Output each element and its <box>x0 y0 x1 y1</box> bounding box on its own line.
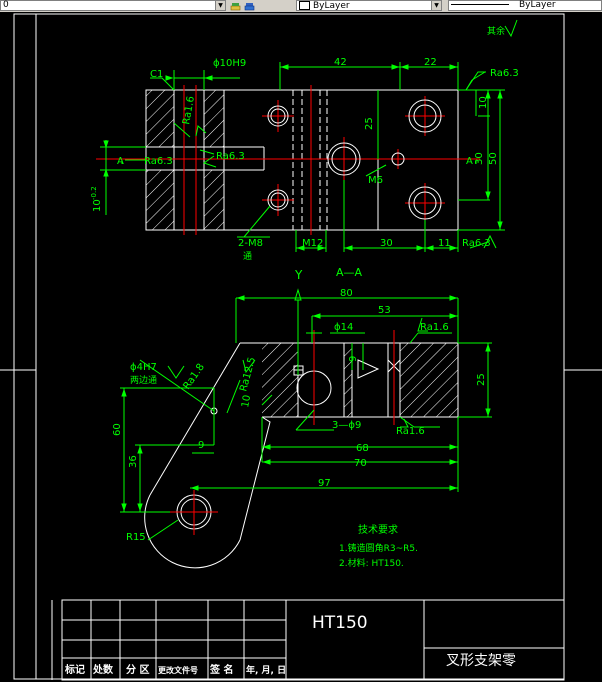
dimension-lines <box>100 19 518 252</box>
roughness-label: Ra1.6 <box>181 95 197 125</box>
header-count: 处数 <box>92 663 114 676</box>
thread-hole <box>267 105 289 127</box>
roughness-label: Ra6.3 <box>216 151 245 162</box>
dim-36: 36 <box>128 455 139 468</box>
dim-60: 60 <box>112 423 123 436</box>
layer-dropdown[interactable]: 0 ▼ <box>0 0 226 11</box>
dim-phi14: ϕ14 <box>334 322 353 333</box>
dim-80: 80 <box>340 288 353 299</box>
dim-53: 53 <box>378 305 391 316</box>
roughness-label: Ra1.6 <box>420 322 449 333</box>
dim-30-vertical: 30 <box>474 152 485 165</box>
dim-22: 22 <box>424 57 437 68</box>
layer-value: 0 <box>3 0 9 10</box>
chevron-down-icon[interactable]: ▼ <box>215 1 225 10</box>
thread-hole <box>267 189 289 211</box>
roughness-label: Ra6.3 <box>490 68 519 79</box>
header-date: 年, 月, 日 <box>246 664 286 676</box>
top-view: C1 ϕ10H9 42 22 Ra6.3 Ra1.6 25 10 30 50 A… <box>90 19 519 262</box>
thread-m8-label: 2-M8 <box>238 238 263 249</box>
properties-toolbar: 0 ▼ ByLayer ▼ ByLayer <box>0 0 602 13</box>
dim-42: 42 <box>334 57 347 68</box>
view-direction-y: Y <box>294 268 303 282</box>
dim-97: 97 <box>318 478 331 489</box>
hatch-area <box>400 343 458 417</box>
dim-9: 9 <box>348 356 359 362</box>
both-sides-through: 两边通 <box>130 375 157 386</box>
thread-m6-label: M6 <box>368 175 383 186</box>
section-mark-a-right: A <box>466 156 473 167</box>
roughness-label: Ra1.6 <box>396 426 425 437</box>
linetype-value: ByLayer <box>519 0 556 10</box>
mount-hole <box>408 186 442 220</box>
linetype-dropdown[interactable]: ByLayer <box>448 0 602 11</box>
hole-fit-label: ϕ10H9 <box>213 58 246 69</box>
section-mark-a-left: A <box>117 156 124 167</box>
notes-line-1: 1.铸造圆角R3~R5. <box>339 542 418 554</box>
dimension-lines <box>120 288 492 541</box>
layer-previous-icon[interactable] <box>244 1 255 11</box>
drawing-canvas[interactable]: C1 ϕ10H9 42 22 Ra6.3 Ra1.6 25 10 30 50 A… <box>0 12 602 682</box>
dim-11: 11 <box>438 238 451 249</box>
dim-70: 70 <box>354 458 367 469</box>
header-mark: 标记 <box>64 663 85 676</box>
layer-make-current-icon[interactable] <box>230 1 241 11</box>
header-change-doc: 更改文件号 <box>158 665 198 675</box>
dim-25: 25 <box>364 117 375 130</box>
dim-25-section: 25 <box>476 373 487 386</box>
tolerance-label: -0.2 <box>90 186 98 200</box>
material-label: HT150 <box>312 613 368 633</box>
dim-50: 50 <box>488 152 499 165</box>
title-block <box>51 599 565 681</box>
m6-hole <box>391 152 405 166</box>
color-value: ByLayer <box>313 1 350 11</box>
radius-r15: R15 <box>126 532 146 543</box>
color-swatch <box>299 1 310 10</box>
three-holes-label: 3—ϕ9 <box>332 420 361 431</box>
thread-m12-label: M12 <box>302 238 323 249</box>
header-signature: 签 名 <box>209 663 233 676</box>
dim-10-section: 10 <box>240 394 253 408</box>
mount-hole <box>408 99 442 133</box>
chamfer-label: C1 <box>150 69 163 80</box>
notes-line-2: 2.材料: HT150. <box>339 557 404 569</box>
linetype-preview <box>451 4 509 5</box>
through-label: 通 <box>243 251 252 262</box>
part-name-label: 叉形支架零 <box>446 653 516 669</box>
roughness-label: Ra6.3 <box>144 156 173 167</box>
dim-9-offset: 9 <box>198 440 204 451</box>
rest-roughness-label: 其余 <box>487 25 505 37</box>
bore-circle <box>327 142 361 176</box>
dim-68: 68 <box>356 443 369 454</box>
drawing-border <box>0 13 602 680</box>
pin-fit-label: ϕ4H7 <box>130 362 157 373</box>
dim-thickness: 10 <box>92 199 103 212</box>
header-zone: 分 区 <box>126 663 149 676</box>
dim-10: 10 <box>478 96 489 109</box>
notes-title: 技术要求 <box>358 523 398 536</box>
dim-30-horizontal: 30 <box>380 238 393 249</box>
chevron-down-icon[interactable]: ▼ <box>431 1 441 10</box>
color-dropdown[interactable]: ByLayer ▼ <box>296 0 442 11</box>
roughness-label: Ra6.3 <box>462 238 491 249</box>
technical-notes: 技术要求 1.铸造圆角R3~R5. 2.材料: HT150. <box>339 523 418 569</box>
section-title: A—A <box>336 266 363 279</box>
